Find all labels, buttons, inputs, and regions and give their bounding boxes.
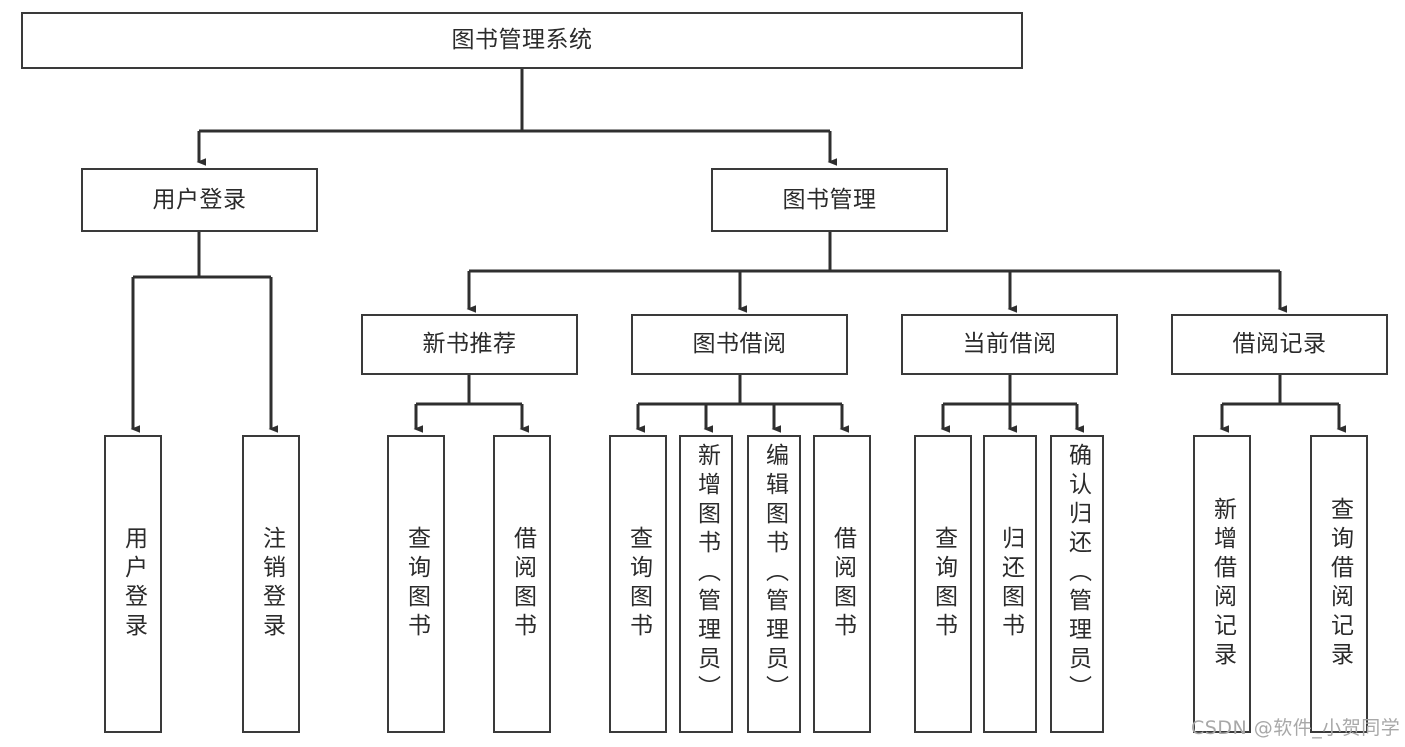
node-leaf-query-book-3-label: 查询图书 — [930, 526, 957, 642]
node-leaf-logout-login-label: 注销登录 — [258, 526, 285, 642]
node-root[interactable]: 图书管理系统 — [21, 12, 1023, 69]
node-leaf-query-borrow-record-label: 查询借阅记录 — [1326, 497, 1353, 671]
node-leaf-add-borrow-record-label: 新增借阅记录 — [1209, 497, 1236, 671]
node-leaf-logout-login[interactable]: 注销登录 — [242, 435, 300, 733]
node-leaf-add-book-admin-label: 新增图书（管理员） — [693, 443, 720, 704]
node-leaf-edit-book-admin[interactable]: 编辑图书（管理员） — [747, 435, 801, 733]
node-current-borrow[interactable]: 当前借阅 — [901, 314, 1118, 375]
csdn-watermark: CSDN @软件_小贺同学 — [1191, 717, 1401, 739]
node-leaf-borrow-book-1-label: 借阅图书 — [509, 526, 536, 642]
node-book-borrow-label: 图书借阅 — [692, 331, 787, 358]
node-new-book-recommend[interactable]: 新书推荐 — [361, 314, 578, 375]
node-leaf-query-borrow-record[interactable]: 查询借阅记录 — [1310, 435, 1368, 733]
node-leaf-confirm-return-admin[interactable]: 确认归还（管理员） — [1050, 435, 1104, 733]
node-current-borrow-label: 当前借阅 — [962, 331, 1057, 358]
node-leaf-add-borrow-record[interactable]: 新增借阅记录 — [1193, 435, 1251, 733]
node-book-borrow[interactable]: 图书借阅 — [631, 314, 848, 375]
node-leaf-user-login-label: 用户登录 — [120, 526, 147, 642]
node-leaf-return-book-label: 归还图书 — [997, 526, 1024, 642]
node-leaf-borrow-book-1[interactable]: 借阅图书 — [493, 435, 551, 733]
node-root-label: 图书管理系统 — [451, 27, 593, 54]
node-leaf-query-book-3[interactable]: 查询图书 — [914, 435, 972, 733]
node-leaf-borrow-book-2-label: 借阅图书 — [829, 526, 856, 642]
node-book-management[interactable]: 图书管理 — [711, 168, 948, 232]
node-leaf-query-book-1-label: 查询图书 — [403, 526, 430, 642]
node-user-login[interactable]: 用户登录 — [81, 168, 318, 232]
node-borrow-record-label: 借阅记录 — [1232, 331, 1327, 358]
node-leaf-query-book-2[interactable]: 查询图书 — [609, 435, 667, 733]
node-leaf-add-book-admin[interactable]: 新增图书（管理员） — [679, 435, 733, 733]
node-leaf-confirm-return-admin-label: 确认归还（管理员） — [1064, 443, 1091, 704]
node-leaf-edit-book-admin-label: 编辑图书（管理员） — [761, 443, 788, 704]
node-book-management-label: 图书管理 — [782, 186, 877, 213]
node-leaf-user-login[interactable]: 用户登录 — [104, 435, 162, 733]
node-leaf-query-book-1[interactable]: 查询图书 — [387, 435, 445, 733]
node-new-book-recommend-label: 新书推荐 — [422, 331, 517, 358]
node-user-login-label: 用户登录 — [152, 186, 247, 213]
node-leaf-query-book-2-label: 查询图书 — [625, 526, 652, 642]
node-leaf-borrow-book-2[interactable]: 借阅图书 — [813, 435, 871, 733]
node-leaf-return-book[interactable]: 归还图书 — [983, 435, 1037, 733]
node-borrow-record[interactable]: 借阅记录 — [1171, 314, 1388, 375]
